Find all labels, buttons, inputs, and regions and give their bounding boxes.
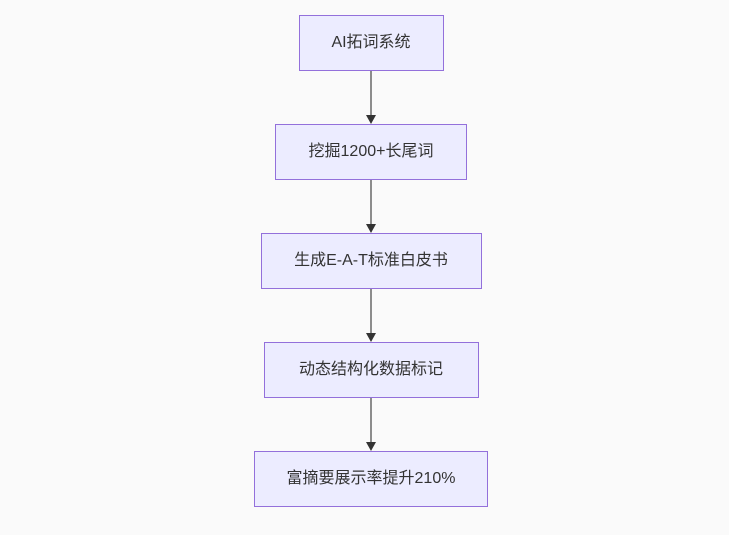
flow-node-eat-whitepaper: 生成E-A-T标准白皮书 <box>260 233 482 289</box>
arrow-head-icon <box>366 115 376 124</box>
flow-node-structured-data-markup: 动态结构化数据标记 <box>263 342 479 398</box>
flowchart: AI拓词系统 挖掘1200+长尾词 生成E-A-T标准白皮书 动态结构化数据标记 <box>254 15 488 507</box>
flow-node-label: 富摘要展示率提升210% <box>286 470 456 487</box>
flow-node-label: 挖掘1200+长尾词 <box>308 143 434 160</box>
flow-arrow-4 <box>366 398 376 451</box>
flow-node-ai-keyword-system: AI拓词系统 <box>298 15 444 71</box>
flow-arrow-3 <box>366 289 376 342</box>
flow-node-label: AI拓词系统 <box>331 34 411 51</box>
flow-node-label: 生成E-A-T标准白皮书 <box>294 252 448 269</box>
flow-node-longtail-mining: 挖掘1200+长尾词 <box>275 124 467 180</box>
flow-arrow-2 <box>366 180 376 233</box>
arrow-head-icon <box>366 442 376 451</box>
arrow-shaft <box>370 289 372 333</box>
arrow-shaft <box>370 180 372 224</box>
arrow-shaft <box>370 398 372 442</box>
arrow-head-icon <box>366 224 376 233</box>
flow-node-label: 动态结构化数据标记 <box>298 361 443 378</box>
arrow-head-icon <box>366 333 376 342</box>
flow-node-rich-snippet-result: 富摘要展示率提升210% <box>254 451 488 507</box>
flow-arrow-1 <box>366 71 376 124</box>
arrow-shaft <box>370 71 372 115</box>
